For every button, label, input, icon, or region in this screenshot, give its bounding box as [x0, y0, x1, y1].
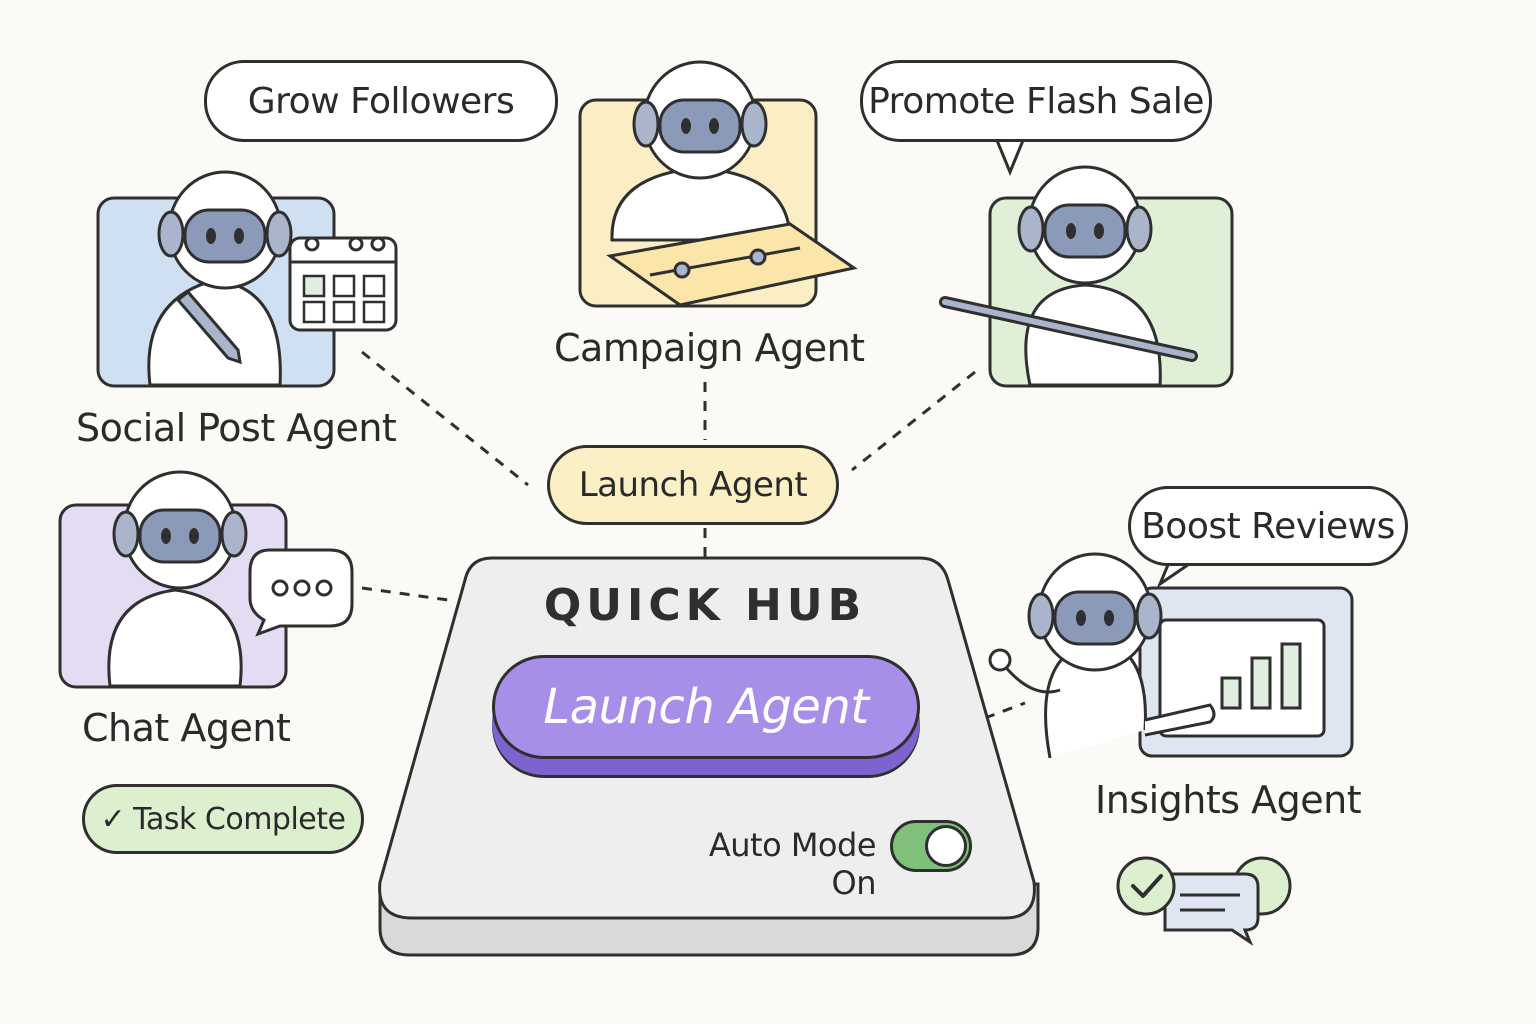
auto-mode-toggle[interactable] — [890, 820, 972, 872]
launch-agent-pill[interactable]: Launch Agent — [547, 445, 839, 525]
connector-promo — [851, 370, 976, 472]
promo-agent-illustration — [939, 165, 1234, 388]
auto-mode-line2: On — [831, 864, 877, 902]
bubble-boost-reviews: Boost Reviews — [1128, 486, 1408, 566]
connector-chat — [361, 586, 449, 602]
bubble-promote-flash-sale: Promote Flash Sale — [860, 60, 1212, 142]
chat-bubble-icon — [248, 548, 354, 637]
toggle-knob — [925, 825, 967, 867]
social-post-agent-illustration — [96, 170, 398, 388]
review-check-icon — [1116, 856, 1292, 946]
label-campaign-agent: Campaign Agent — [554, 326, 865, 370]
connector-lines — [361, 350, 1026, 720]
campaign-agent-illustration — [578, 60, 858, 308]
insights-agent-illustration — [988, 552, 1354, 759]
auto-mode-label: Auto Mode On — [700, 826, 877, 902]
task-complete-label: Task Complete — [133, 801, 346, 837]
bubble-grow-followers: Grow Followers — [204, 60, 558, 142]
pen-icon — [175, 289, 242, 365]
chat-agent-illustration — [58, 470, 354, 689]
connector-social — [361, 350, 529, 487]
label-social-post-agent: Social Post Agent — [76, 406, 397, 450]
auto-mode-line1: Auto Mode — [708, 826, 877, 864]
check-icon: ✓ — [100, 801, 126, 837]
hub-title: QUICK HUB — [543, 580, 867, 631]
label-chat-agent: Chat Agent — [82, 706, 291, 750]
launch-agent-button[interactable]: Launch Agent — [492, 655, 920, 759]
task-complete-badge: ✓ Task Complete — [82, 784, 364, 854]
label-insights-agent: Insights Agent — [1095, 778, 1362, 822]
connector-insights — [984, 701, 1026, 720]
